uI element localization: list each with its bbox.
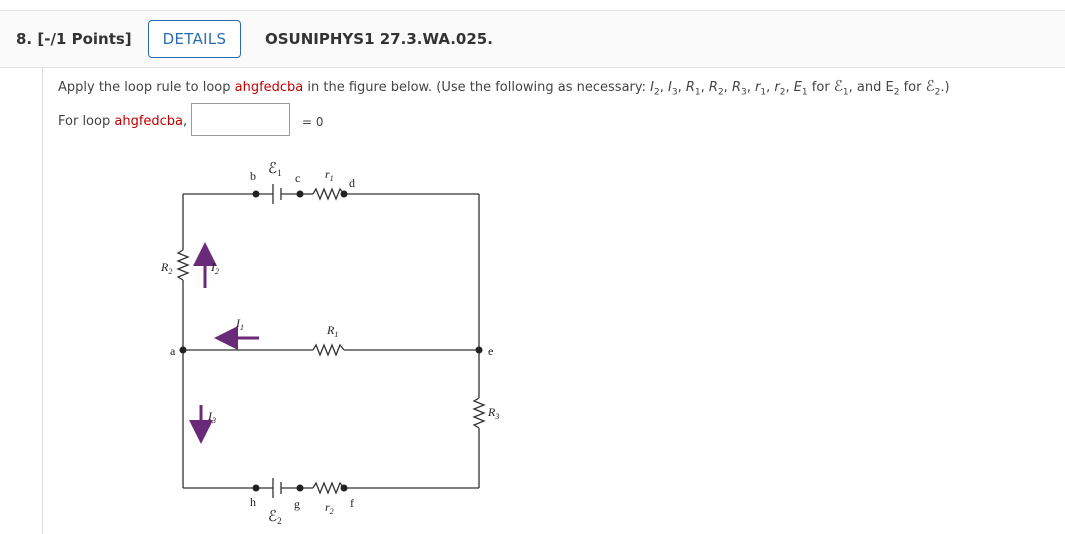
label-R3: R3 <box>487 405 499 421</box>
node-f <box>340 484 348 492</box>
label-e: e <box>488 344 493 358</box>
label-E2: ℰ2 <box>268 509 282 526</box>
node-a <box>179 346 187 354</box>
node-e <box>475 346 483 354</box>
label-r1: r1 <box>325 167 334 183</box>
label-a: a <box>170 344 176 358</box>
node-g <box>296 484 304 492</box>
label-R2: R2 <box>160 260 172 276</box>
details-button[interactable]: DETAILS <box>148 20 241 58</box>
loop-name-highlight: ahgfedcba <box>234 80 304 95</box>
question-number-points: 8. [-/1 Points] <box>16 30 132 48</box>
label-d: d <box>349 176 355 190</box>
resistor-R3 <box>472 397 486 429</box>
resistor-R1 <box>312 343 345 357</box>
resistor-r2 <box>312 481 345 495</box>
resistor-R2 <box>176 249 190 281</box>
instructions-text: Apply the loop rule to loop ahgfedcba in… <box>58 77 950 98</box>
node-b <box>252 190 260 198</box>
label-g: g <box>294 497 300 511</box>
content-left-border <box>42 68 43 534</box>
label-b: b <box>250 169 256 183</box>
label-f: f <box>350 496 354 510</box>
answer-loop-name: ahgfedcba <box>114 114 184 129</box>
label-I1: I1 <box>235 316 244 332</box>
label-r2: r2 <box>325 500 334 516</box>
resistor-r1 <box>312 187 345 201</box>
question-code: OSUNIPHYS1 27.3.WA.025. <box>265 30 493 48</box>
label-I3: I3 <box>207 409 216 425</box>
answer-prompt: For loop ahgfedcba, <box>58 114 188 129</box>
equals-zero-label: = 0 <box>302 115 324 129</box>
question-header: 8. [-/1 Points] DETAILS OSUNIPHYS1 27.3.… <box>0 10 1065 68</box>
answer-input[interactable] <box>191 103 290 136</box>
label-I2: I2 <box>210 260 219 276</box>
label-h: h <box>250 495 256 509</box>
label-E1: ℰ1 <box>268 161 282 178</box>
node-c <box>296 190 304 198</box>
label-c: c <box>295 171 300 185</box>
node-h <box>252 484 260 492</box>
label-R1: R1 <box>326 323 338 339</box>
node-d <box>340 190 348 198</box>
